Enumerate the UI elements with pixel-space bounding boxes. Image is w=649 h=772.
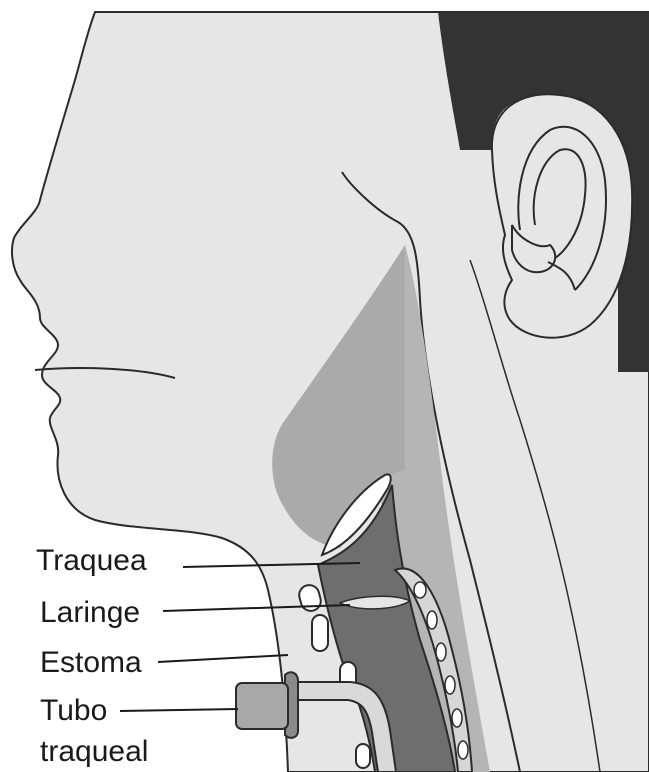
larynx-label: Laringe [40,596,140,630]
trachea-label: Traquea [36,544,147,578]
tube-label-line2: traqueal [40,735,148,769]
tube-connector [236,683,288,729]
stoma-label: Estoma [40,646,142,680]
tube-label-line1: Tubo [40,694,107,728]
